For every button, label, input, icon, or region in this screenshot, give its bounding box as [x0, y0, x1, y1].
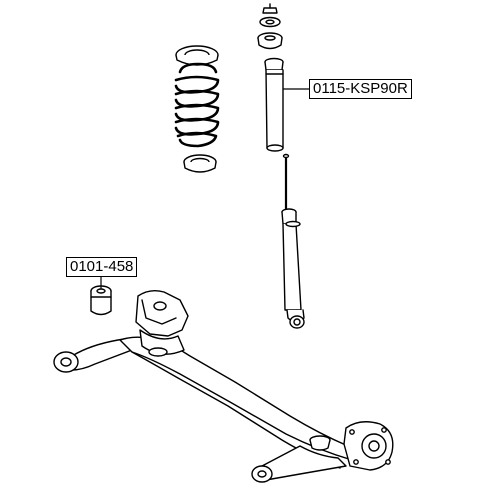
lower-spring-seat — [183, 154, 217, 173]
top-nut — [262, 3, 278, 14]
part-number-label-bushing: 0101-458 — [66, 257, 138, 277]
coil-spring — [174, 62, 220, 148]
part-number-label-shock: 0115-KSP90R — [309, 79, 412, 99]
upper-mount-cup — [257, 32, 283, 50]
shock-absorber — [281, 153, 305, 329]
lower-eye — [286, 309, 305, 329]
top-washer — [259, 16, 281, 28]
leader-lines — [100, 88, 310, 289]
bump-stop-boot — [264, 57, 284, 152]
coil-spring-assembly — [174, 45, 220, 173]
trailing-arm-bushing — [90, 285, 112, 316]
upper-spring-seat — [175, 45, 219, 66]
strut-mount-parts — [257, 3, 283, 50]
rear-axle-beam — [53, 289, 394, 483]
